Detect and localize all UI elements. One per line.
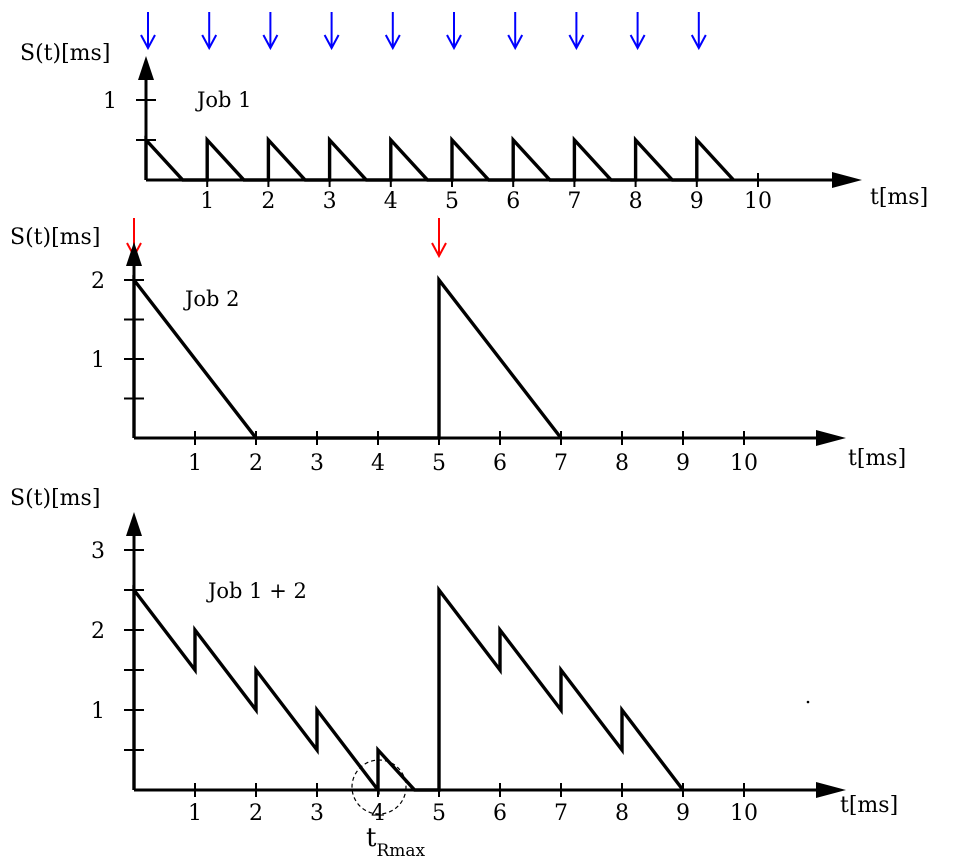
x-axis-label: t[ms] <box>848 446 906 471</box>
y-ticks: 1 <box>103 89 156 141</box>
arrival-arrows <box>126 218 447 259</box>
x-tick-label: 1 <box>188 451 202 476</box>
x-ticks: 1 2 3 4 5 6 7 8 9 10 <box>200 173 772 214</box>
x-tick-label: 10 <box>730 801 758 826</box>
arrival-arrow-head <box>431 242 447 259</box>
arrival-arrow-head <box>507 34 524 51</box>
x-tick-label: 9 <box>690 189 704 214</box>
arrival-arrow-head <box>262 34 279 51</box>
x-tick-label: 4 <box>371 451 385 476</box>
service-curve <box>132 584 685 796</box>
x-tick-label: 8 <box>629 189 643 214</box>
panel-job-1: 1 2 3 4 5 6 7 8 9 10 1 S(t)[ms] t[ms] Job 1 <box>20 12 928 214</box>
y-axis-label: S(t)[ms] <box>10 486 100 511</box>
y-tick-label: 1 <box>103 89 117 114</box>
x-axis-label: t[ms] <box>870 185 928 210</box>
x-tick-label: 2 <box>249 801 263 826</box>
t-rmax-marker-circle <box>351 759 407 815</box>
t-rmax-label: tRmax <box>366 823 426 861</box>
x-tick-label: 6 <box>493 451 507 476</box>
x-axis-arrowhead <box>816 430 846 446</box>
x-tick-label: 1 <box>200 189 214 214</box>
x-tick-label: 6 <box>506 189 520 214</box>
y-tick-label: 2 <box>91 619 105 644</box>
y-axis-arrowhead <box>138 56 154 80</box>
job-label: Job 2 <box>183 287 240 311</box>
y-axis-label: S(t)[ms] <box>20 41 110 66</box>
arrival-arrow-head <box>323 34 340 51</box>
x-ticks: 1 2 3 4 5 6 7 8 9 10 <box>188 431 758 476</box>
service-curve <box>144 135 735 182</box>
arrival-arrow-head <box>690 34 707 51</box>
y-tick-label: 1 <box>91 348 105 373</box>
x-tick-label: 3 <box>323 189 337 214</box>
x-tick-label: 9 <box>676 451 690 476</box>
arrival-arrow-head <box>140 34 156 51</box>
x-tick-label: 1 <box>188 801 202 826</box>
x-axis-arrowhead <box>816 782 846 798</box>
x-tick-label: 10 <box>730 451 758 476</box>
stray-dot <box>806 700 810 704</box>
y-tick-label: 3 <box>91 539 105 564</box>
job-label: Job 1 <box>195 88 252 112</box>
x-tick-label: 8 <box>615 451 629 476</box>
x-tick-label: 5 <box>432 801 446 826</box>
x-axis-arrowhead <box>832 172 862 188</box>
x-tick-label: 6 <box>493 801 507 826</box>
x-tick-label: 9 <box>676 801 690 826</box>
y-ticks: 1 2 3 <box>91 539 144 751</box>
x-tick-label: 2 <box>249 451 263 476</box>
x-tick-label: 10 <box>744 189 772 214</box>
x-tick-label: 3 <box>310 451 324 476</box>
x-tick-label: 7 <box>554 801 568 826</box>
x-tick-label: 2 <box>261 189 275 214</box>
x-tick-label: 5 <box>432 451 446 476</box>
x-tick-label: 3 <box>310 801 324 826</box>
job-label: Job 1 + 2 <box>206 579 307 603</box>
y-axis-label: S(t)[ms] <box>10 225 100 250</box>
x-tick-label: 4 <box>384 189 398 214</box>
arrival-arrows <box>140 12 707 51</box>
x-axis-label: t[ms] <box>840 793 898 818</box>
x-tick-label: 7 <box>567 189 581 214</box>
arrival-arrow-head <box>568 34 585 51</box>
service-curve <box>132 275 563 440</box>
y-ticks: 12 <box>91 269 144 400</box>
arrival-arrow-head <box>201 34 218 51</box>
x-tick-label: 8 <box>615 801 629 826</box>
x-tick-label: 7 <box>554 451 568 476</box>
y-tick-label: 1 <box>91 699 105 724</box>
y-tick-label: 2 <box>91 269 105 294</box>
arrival-arrow-head <box>384 34 401 51</box>
arrival-arrow-head <box>629 34 646 51</box>
y-axis-arrowhead <box>126 512 142 536</box>
x-tick-label: 5 <box>445 189 459 214</box>
arrival-arrow-head <box>446 34 462 51</box>
y-axis-arrowhead <box>126 242 142 266</box>
